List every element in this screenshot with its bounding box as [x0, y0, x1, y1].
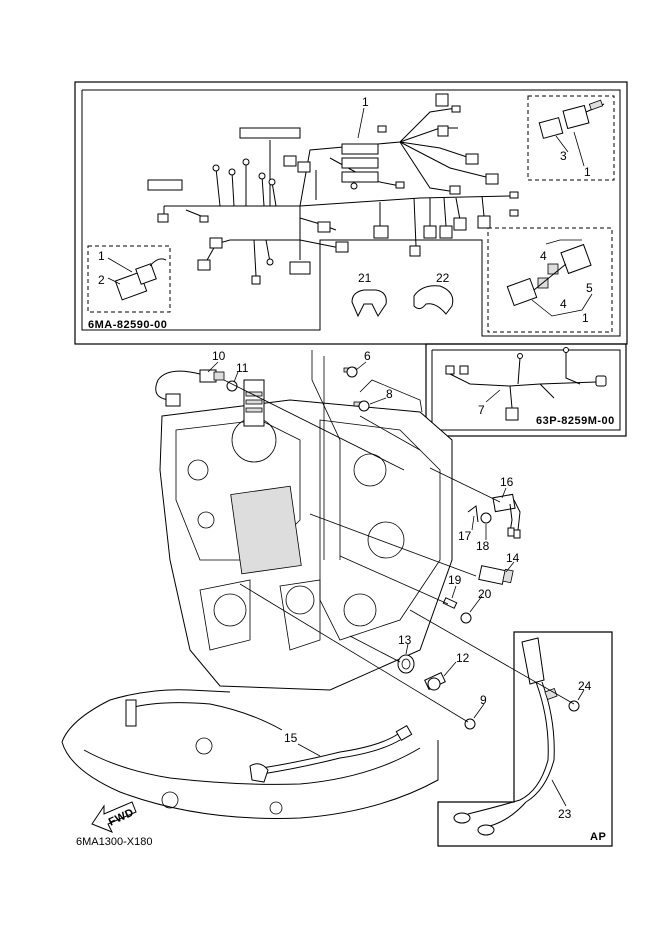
callout-9: 9 — [480, 693, 487, 707]
callout-8: 8 — [386, 387, 393, 401]
callout-17: 17 — [458, 529, 472, 543]
sensor-16-icon — [492, 493, 521, 539]
callout-4-lower: 4 — [560, 297, 567, 311]
coupler-pair-icon — [538, 99, 605, 139]
callout-3: 3 — [560, 149, 567, 163]
relay-connectors-icon — [506, 243, 592, 307]
forward-arrow-icon — [91, 801, 137, 833]
harness-part-code: 6MA-82590-00 — [88, 319, 167, 331]
leader-lines — [207, 361, 585, 807]
clamp-22-icon — [413, 285, 454, 315]
callout-7: 7 — [478, 403, 485, 417]
callout-14: 14 — [506, 551, 520, 565]
callout-1-inset-top-right: 1 — [584, 165, 591, 179]
engine-block-drawing — [159, 350, 453, 691]
ap-label: AP — [590, 831, 606, 843]
bolt-8-icon — [353, 400, 370, 412]
wire-harness-drawing — [147, 93, 519, 285]
coupler-left-icon — [114, 258, 167, 301]
callout-21: 21 — [358, 271, 372, 285]
callout-12: 12 — [456, 651, 470, 665]
bolt-24-icon — [568, 700, 580, 712]
sensor-12-icon — [424, 672, 446, 691]
bolt-6-icon — [343, 366, 358, 378]
callout-18: 18 — [476, 539, 490, 553]
bolt-18-icon — [480, 512, 492, 524]
callout-20: 20 — [478, 587, 492, 601]
callout-1-harness: 1 — [362, 95, 369, 109]
battery-cable-23-icon — [453, 637, 558, 836]
sensor-10-icon — [155, 369, 225, 407]
washer-11-icon — [226, 380, 238, 392]
battery-cable-panel — [437, 631, 613, 847]
sub-harness-part-code: 63P-8259M-00 — [536, 415, 615, 427]
connector-inset-top-right — [527, 95, 615, 181]
callout-19: 19 — [448, 573, 462, 587]
callout-15: 15 — [284, 731, 298, 745]
sub-harness-panel — [425, 343, 627, 437]
callout-labels: 1 3 1 1 2 21 22 4 4 5 1 10 11 6 8 7 16 1… — [98, 95, 593, 821]
callout-22: 22 — [436, 271, 450, 285]
clamp-21-icon — [351, 289, 387, 318]
clip-19-icon — [442, 597, 458, 609]
figure-id: 6MA1300-X180 — [76, 836, 152, 848]
callout-1-inset-left: 1 — [98, 249, 105, 263]
callout-4-upper: 4 — [540, 249, 547, 263]
bolt-20-icon — [460, 612, 472, 624]
callout-2: 2 — [98, 273, 105, 287]
callout-6: 6 — [364, 349, 371, 363]
harness-inner-frame — [81, 89, 621, 337]
callout-1-inset-right: 1 — [582, 311, 589, 325]
lower-cowling-drawing — [61, 689, 439, 819]
harness-panel — [74, 81, 628, 345]
connector-inset-left — [87, 245, 171, 313]
callout-16: 16 — [500, 475, 514, 489]
connector-inset-right — [487, 227, 613, 333]
clip-17-icon — [467, 505, 479, 523]
callout-11: 11 — [236, 361, 249, 375]
callout-10: 10 — [212, 349, 226, 363]
sensor-14-icon — [478, 565, 514, 585]
callout-23: 23 — [558, 807, 572, 821]
callout-13: 13 — [398, 633, 412, 647]
wire-15-icon — [249, 724, 413, 783]
callout-5: 5 — [586, 281, 593, 295]
bolt-9-icon — [464, 718, 476, 730]
harness-outer-frame — [74, 81, 628, 345]
sub-harness-drawing — [445, 347, 607, 421]
callout-24: 24 — [578, 679, 592, 693]
grommet-13-icon — [397, 654, 415, 674]
